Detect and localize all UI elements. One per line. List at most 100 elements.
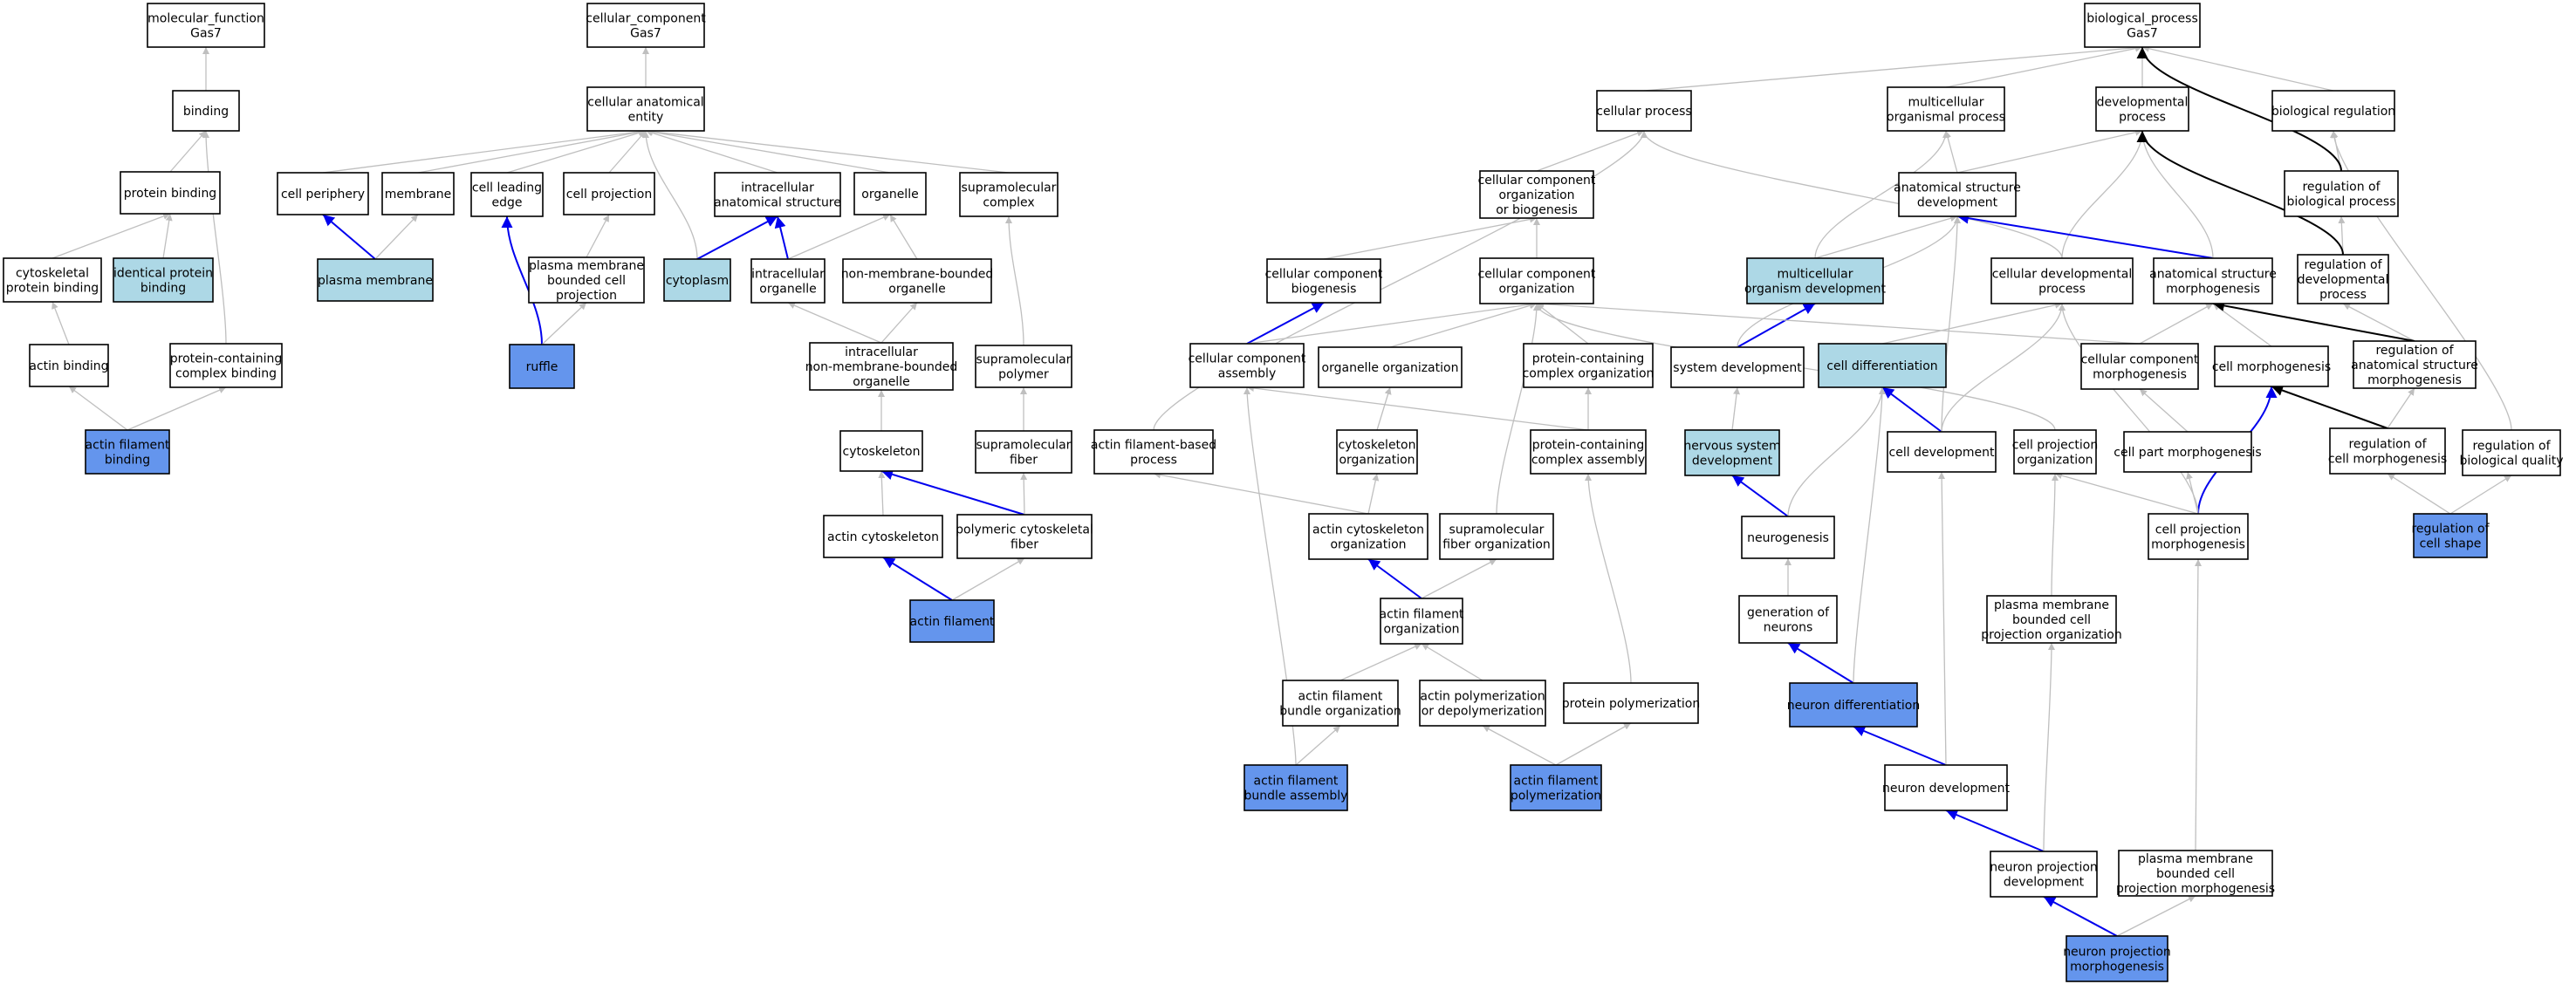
go-node-protein-polym: protein polymerization <box>1562 682 1700 724</box>
node-label: actin filament <box>1298 690 1383 704</box>
edge-cell_projection-to-cae <box>608 130 647 174</box>
node-box <box>2329 427 2446 475</box>
node-label: cellular_component <box>586 12 706 26</box>
node-label: cellular component <box>1478 174 1596 188</box>
edge-pcc_assembly-to-cc_assembly <box>1246 385 1589 431</box>
node-label: cell shape <box>2420 537 2482 551</box>
edge-polymeric_cyto_fiber-to-cytoskeleton <box>880 468 1025 516</box>
node-box <box>3 257 102 303</box>
node-label: binding <box>183 105 229 119</box>
node-label: polymeric cytoskeletal <box>956 523 1093 537</box>
edge-anat_struct_morph-to-anat_struct_dev <box>1956 212 2214 259</box>
node-label: intracellular <box>751 268 825 282</box>
edge-cytoplasm-to-intracell_anat <box>696 215 778 260</box>
node-box <box>29 344 109 387</box>
edge-intracell_nonmem-to-intracell_organelle <box>787 302 882 344</box>
node-box <box>85 429 170 475</box>
node-label: fiber <box>1010 454 1038 468</box>
node-box <box>909 599 995 643</box>
node-label: development <box>1917 196 1998 210</box>
node-box <box>2462 429 2561 476</box>
go-node-plasma-membrane: plasma membrane <box>317 258 434 302</box>
edge-pcc_org-to-cc_organization <box>1536 303 1589 345</box>
node-label: actin filament <box>1254 775 1339 789</box>
edge-neuron_dev-to-neuron_diff <box>1853 725 1947 766</box>
node-box <box>1887 86 2005 132</box>
node-box <box>563 172 655 215</box>
node-box <box>509 344 575 389</box>
node-label: regulation of <box>2304 258 2382 272</box>
node-label: process <box>2038 283 2086 297</box>
node-label: ruffle <box>526 360 558 374</box>
node-label: neuron differentiation <box>1787 699 1920 713</box>
node-box <box>1596 90 1692 132</box>
node-box <box>1243 764 1348 811</box>
node-label: complex assembly <box>1531 454 1645 468</box>
edge-intracell_nonmem-to-nonmem_organelle <box>880 302 918 344</box>
node-label: entity <box>628 111 664 125</box>
node-box <box>169 343 283 388</box>
node-box <box>750 258 826 304</box>
edge-cytoplasm-to-cae <box>642 130 698 260</box>
go-node-actin-binding: actin binding <box>29 344 109 387</box>
node-box <box>2118 850 2273 897</box>
edge-protein_binding-to-binding <box>169 130 207 173</box>
edge-actin_filament-to-actin_cytoskeleton <box>882 557 953 601</box>
go-node-cell-projection: cell projection <box>563 172 655 215</box>
node-label: organismal process <box>1887 111 2005 125</box>
edge-cell_dev_process-to-cellular_process <box>1641 130 2063 259</box>
node-label: cellular developmental <box>1992 268 2132 282</box>
go-node-cellular-process: cellular process <box>1596 90 1692 132</box>
node-label: bundle assembly <box>1244 789 1348 803</box>
node-label: biological_process <box>2086 12 2198 26</box>
node-box <box>1684 429 1780 476</box>
node-label: cell development <box>1889 446 1995 460</box>
edge-reg_cell_shape-to-reg_cell_morph <box>2387 473 2451 515</box>
edge-intracell_organelle-to-organelle <box>787 214 891 260</box>
edge-reg_bio_quality-to-bio_regulation <box>2330 130 2512 431</box>
node-label: or biogenesis <box>1496 203 1578 217</box>
node-label: cell leading <box>472 181 542 195</box>
node-box <box>1510 764 1602 811</box>
edge-actin_fil_polym-to-protein_polym <box>1555 722 1632 766</box>
node-box <box>1266 258 1381 304</box>
edge-nonmem_organelle-to-organelle <box>889 214 918 260</box>
node-box <box>1990 851 2098 898</box>
node-label: protein-containing <box>1532 352 1644 366</box>
node-box <box>1741 516 1835 559</box>
go-node-actin-filament: actin filament <box>909 599 995 643</box>
node-label: regulation of <box>2348 438 2427 452</box>
node-box <box>120 171 221 215</box>
node-label: cell morphogenesis <box>2212 360 2331 374</box>
node-label: cell periphery <box>281 188 365 202</box>
node-label: plasma membrane <box>529 259 644 273</box>
node-label: biogenesis <box>1291 283 1357 297</box>
node-label: Gas7 <box>190 27 222 41</box>
node-box <box>839 430 923 472</box>
node-label: organization <box>1498 283 1574 297</box>
node-box <box>959 172 1058 217</box>
node-label: Gas7 <box>630 27 661 41</box>
node-box <box>2353 340 2477 389</box>
node-label: supramolecular <box>976 353 1072 367</box>
edge-actin_cytoskeleton-to-cytoskeleton <box>878 470 886 516</box>
